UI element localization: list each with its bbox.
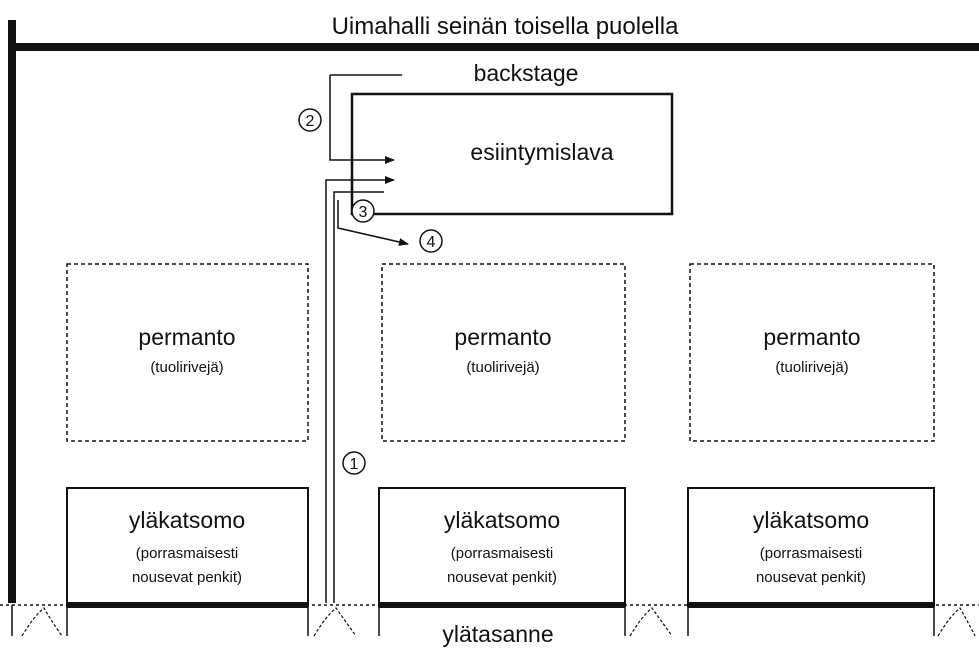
svg-text:4: 4 [427, 234, 436, 251]
floor-section-title: permanto [454, 324, 551, 350]
floor-section-subtitle: (tuolirivejä) [466, 359, 539, 376]
upper-stand-line2: nousevat penkit) [132, 569, 242, 586]
floor-section-title: permanto [763, 324, 860, 350]
upper-stand-line1: (porrasmaisesti [451, 545, 554, 562]
svg-text:2: 2 [306, 113, 315, 130]
floor-section-title: permanto [138, 324, 235, 350]
upper-stand-line1: (porrasmaisesti [760, 545, 863, 562]
upper-stand-title: yläkatsomo [444, 507, 560, 533]
door-swing [313, 607, 357, 637]
upper-stand-line1: (porrasmaisesti [136, 545, 239, 562]
svg-text:1: 1 [350, 456, 359, 473]
floor-section-1: permanto (tuolirivejä) [66, 263, 309, 442]
upper-stand-3: yläkatsomo (porrasmaisesti nousevat penk… [687, 487, 935, 607]
upper-stand-title: yläkatsomo [753, 507, 869, 533]
floor-section-3: permanto (tuolirivejä) [689, 263, 935, 442]
door-swing [21, 607, 63, 637]
top-wall-label: Uimahalli seinän toisella puolella [332, 13, 680, 40]
marker-4: 4 [419, 229, 443, 253]
upper-stand-line2: nousevat penkit) [756, 569, 866, 586]
route-2-path [329, 75, 395, 164]
stage-platform [350, 92, 674, 216]
marker-2: 2 [298, 108, 322, 132]
route-1-path [325, 176, 395, 603]
landing-label: ylätasanne [442, 621, 553, 647]
floor-section-2: permanto (tuolirivejä) [381, 263, 626, 442]
door-swing [937, 607, 976, 637]
upper-stand-line2: nousevat penkit) [447, 569, 557, 586]
marker-3: 3 [351, 199, 375, 223]
route-4-path [337, 200, 409, 246]
stage-label: esiintymislava [470, 139, 613, 165]
marker-1: 1 [342, 451, 366, 475]
floor-section-subtitle: (tuolirivejä) [150, 359, 223, 376]
upper-stand-title: yläkatsomo [129, 507, 245, 533]
upper-stand-2: yläkatsomo (porrasmaisesti nousevat penk… [378, 487, 626, 607]
floor-section-subtitle: (tuolirivejä) [775, 359, 848, 376]
door-swing [629, 607, 673, 637]
route-1-return-path [333, 191, 384, 603]
upper-stand-1: yläkatsomo (porrasmaisesti nousevat penk… [66, 487, 309, 607]
svg-text:3: 3 [359, 204, 368, 221]
backstage-label: backstage [474, 60, 579, 86]
